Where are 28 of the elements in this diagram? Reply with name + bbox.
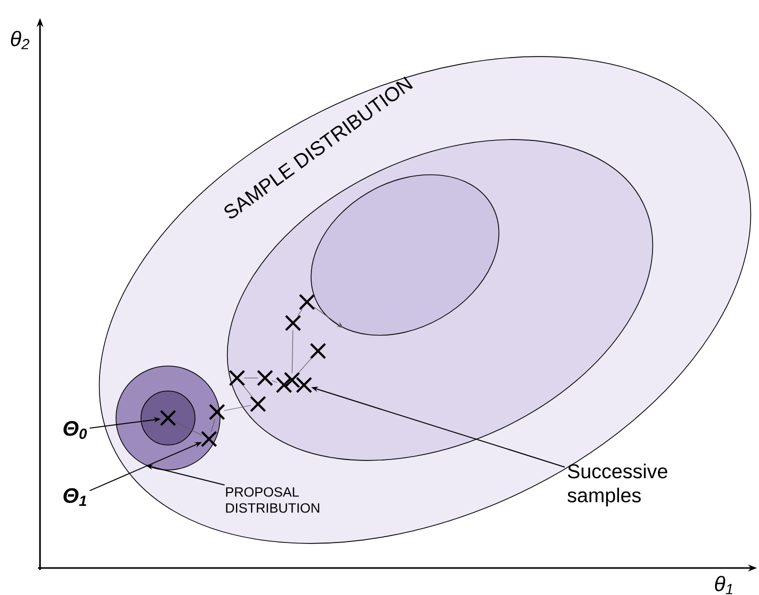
proposal-circle (140, 390, 196, 446)
sample-cross (284, 372, 300, 388)
axis-label: θ$_{1}$ (715, 576, 732, 594)
sample-cross (250, 396, 266, 412)
sample-step-line (242, 384, 253, 398)
axis-label: θ$_{2}$ (11, 30, 30, 50)
sample-step-line (297, 308, 303, 316)
sample-cross (228, 370, 246, 386)
annotation-text: Successive samples (568, 464, 668, 506)
sample-cross (310, 342, 326, 360)
sample-cross (284, 314, 302, 332)
parameter-label: Θ$_{0}$ (64, 421, 87, 439)
sample-cross (200, 430, 218, 448)
sample-step-line (284, 380, 292, 385)
sample-cross (208, 404, 226, 420)
parameter-label: Θ$_{1}$ (64, 488, 86, 506)
sample-cross (298, 294, 316, 310)
sample-step-line (210, 418, 216, 432)
sample-step-line (224, 405, 252, 411)
sample-cross (256, 370, 274, 386)
sample-step-line (298, 358, 312, 374)
sample-step-line (272, 380, 278, 383)
sample-cross (276, 376, 292, 394)
sample-cross (296, 376, 312, 394)
sample-cross (160, 410, 176, 426)
sample-step-line (292, 330, 294, 374)
sample-step-line (174, 421, 202, 436)
annotation-text: PROPOSAL DISTRIBUTION (226, 487, 320, 513)
